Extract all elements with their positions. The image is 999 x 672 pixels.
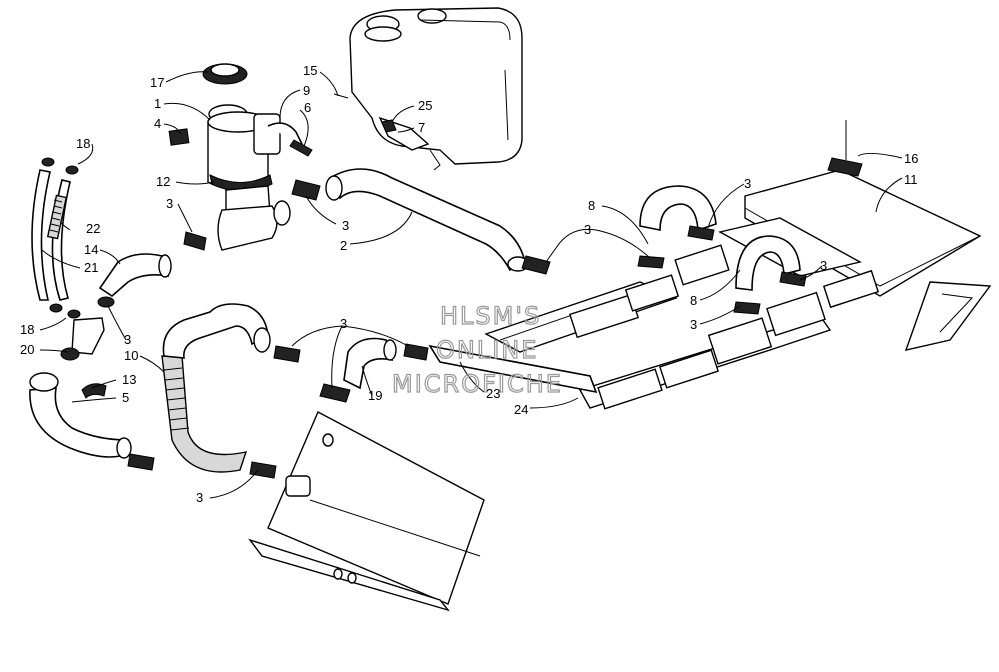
callout-8: 8 (690, 293, 697, 308)
callout-14: 14 (84, 242, 98, 257)
callout-25: 25 (418, 98, 432, 113)
callout-8: 8 (588, 198, 595, 213)
callout-17: 17 (150, 75, 164, 90)
bracket-25 (381, 119, 397, 133)
callout-3: 3 (584, 222, 591, 237)
callout-15: 15 (303, 63, 317, 78)
leader-lines (39, 71, 903, 499)
callout-3: 3 (124, 332, 131, 347)
callout-labels: 17 1 4 12 3 15 9 6 25 7 18 22 14 21 18 2… (20, 63, 918, 505)
callout-3: 3 (690, 317, 697, 332)
callout-24: 24 (514, 402, 528, 417)
watermark: HLSM'S ONLINE MICROFICHE (391, 301, 563, 398)
cooler-rails (484, 244, 880, 410)
callout-9: 9 (303, 83, 310, 98)
callout-5: 5 (122, 390, 129, 405)
callout-3: 3 (340, 316, 347, 331)
callout-16: 16 (904, 151, 918, 166)
callout-18: 18 (20, 322, 34, 337)
callout-3: 3 (166, 196, 173, 211)
callout-4: 4 (154, 116, 161, 131)
bypass-hose-set (31, 157, 81, 319)
callout-2: 2 (340, 238, 347, 253)
heat-exchanger-panel (718, 120, 992, 351)
callout-3: 3 (196, 490, 203, 505)
upper-hose (291, 168, 551, 275)
upper-right-elbows (637, 185, 807, 315)
middle-hoses (273, 337, 598, 403)
callout-20: 20 (20, 342, 34, 357)
callout-13: 13 (122, 372, 136, 387)
callout-6: 6 (304, 100, 311, 115)
callout-7: 7 (418, 120, 425, 135)
callout-19: 19 (368, 388, 382, 403)
callout-1: 1 (154, 96, 161, 111)
callout-23: 23 (486, 386, 500, 401)
callout-3: 3 (744, 176, 751, 191)
clamp-6 (289, 139, 313, 157)
callout-3: 3 (820, 258, 827, 273)
callout-10: 10 (124, 348, 138, 363)
callout-12: 12 (156, 174, 170, 189)
screw-15 (333, 93, 349, 99)
watermark-line3: MICROFICHE (392, 370, 563, 398)
callout-21: 21 (84, 260, 98, 275)
callout-22: 22 (86, 221, 100, 236)
watermark-line2: ONLINE (436, 336, 538, 364)
callout-18: 18 (76, 136, 90, 151)
callout-3: 3 (342, 218, 349, 233)
callout-11: 11 (904, 172, 918, 187)
coolant-reservoir-tank (349, 7, 523, 171)
corrugated-hose (161, 303, 277, 479)
watermark-line1: HLSM'S (440, 302, 541, 330)
lower-left-hoses (29, 231, 207, 471)
front-heat-exchanger (248, 411, 485, 612)
pressure-tank-assembly (168, 63, 291, 251)
